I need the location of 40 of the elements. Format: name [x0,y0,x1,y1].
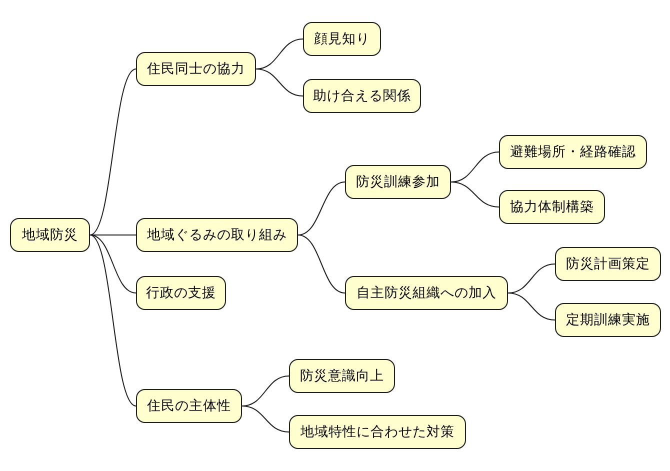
topic-box [136,389,242,423]
topic-label: 地域防災 [22,226,78,244]
topic-box [345,165,451,199]
connector-line [508,292,556,320]
topic-label: 地域ぐるみの取り組み [147,226,287,244]
topic-box [499,135,647,169]
topic-label: 定期訓練実施 [566,311,650,329]
topic-box [289,359,395,393]
topic-label: 地域特性に合わせた対策 [300,423,454,441]
topic-box [303,22,381,56]
connector-line [450,182,500,208]
topic-box [10,218,90,252]
topic-label: 防災意識向上 [300,367,384,385]
connector-line [90,234,136,294]
connector-line [256,68,304,96]
topic-label: 住民の主体性 [147,397,231,415]
topic-label: 行政の支援 [146,284,216,302]
topic-box [136,218,298,252]
connector-line [90,234,136,406]
topic-box [136,52,256,86]
topic-label: 自主防災組織への加入 [356,284,496,302]
topic-box [136,276,226,310]
topic-label: 協力体制構築 [510,198,594,216]
topic-label: 避難場所・経路確認 [510,143,636,161]
connector-line [90,234,136,236]
topic-box [555,247,661,281]
connector-line [298,182,346,236]
topic-label: 助け合える関係 [313,87,411,105]
connector-line [90,68,136,236]
topic-box [555,303,661,337]
topic-label: 顔見知り [314,30,370,48]
topic-box [345,276,508,310]
topic-label: 住民同士の協力 [147,60,245,78]
topic-box [499,190,605,224]
topic-box [289,415,466,449]
connector-line [298,234,346,294]
connector-line [242,406,290,432]
topic-label: 防災計画策定 [566,255,650,273]
topic-label: 防災訓練参加 [356,173,440,191]
topic-box [303,79,421,113]
